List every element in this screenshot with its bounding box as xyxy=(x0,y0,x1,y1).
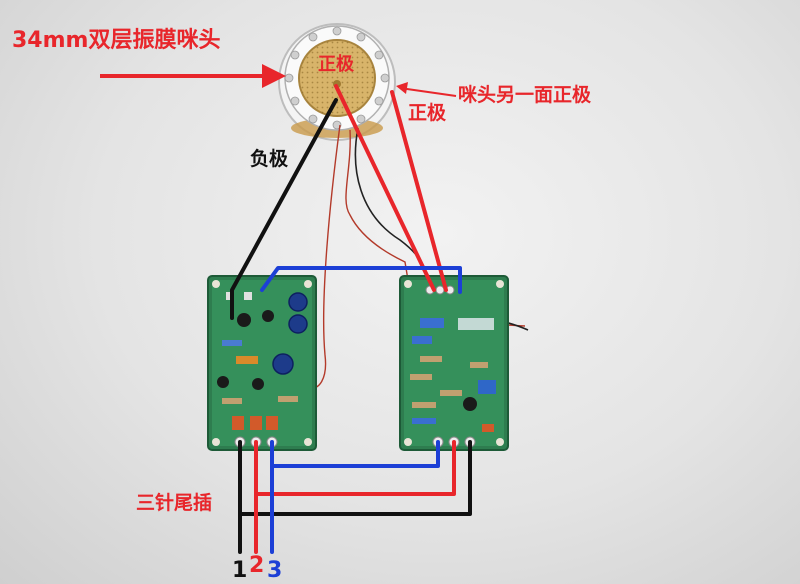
wire-pin-2 xyxy=(254,440,456,554)
right-pcb xyxy=(399,275,509,451)
positive-front-label: 正极 xyxy=(318,54,354,75)
pin-3-label: 3 xyxy=(267,558,283,583)
wire-pin-1 xyxy=(238,440,472,554)
negative-label: 负极 xyxy=(250,148,289,170)
wire-negative xyxy=(230,98,338,320)
left-pcb-components xyxy=(217,292,308,430)
arrow-to-capsule xyxy=(100,64,286,88)
wire-board-bridge xyxy=(260,266,462,294)
positive-side-label: 正极 xyxy=(408,102,447,124)
wire-positive-back xyxy=(390,90,448,292)
pin-2-label: 2 xyxy=(249,553,265,578)
three-pin-plug-label: 三针尾插 xyxy=(136,492,213,514)
wire-pin-3 xyxy=(270,440,440,554)
other-side-positive-label: 咪头另一面正极 xyxy=(458,84,592,106)
wire-positive-front xyxy=(334,84,436,292)
pin-1-label: 1 xyxy=(232,558,248,583)
mic-capsule xyxy=(278,23,396,141)
left-pcb xyxy=(207,275,317,451)
capsule-title: 34mm双层振膜咪头 xyxy=(12,28,221,53)
right-pcb-components xyxy=(410,318,496,432)
arrow-to-other-side xyxy=(396,82,457,97)
